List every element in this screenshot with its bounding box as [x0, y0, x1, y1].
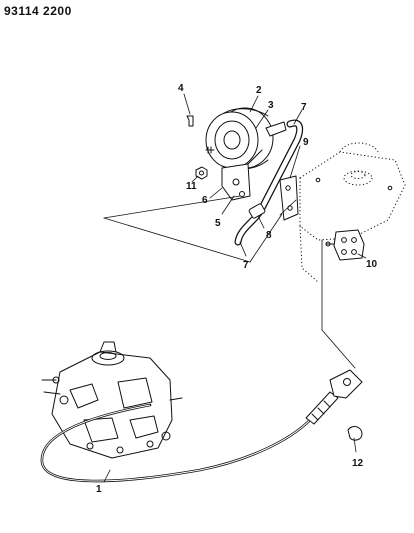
- vacuum-hose: [234, 119, 304, 246]
- callout-4: 4: [178, 83, 184, 94]
- actuator-bracket: [221, 149, 263, 201]
- throttle-cable: [40, 369, 363, 483]
- callout-10: 10: [366, 259, 378, 270]
- callout-7-upper: 7: [301, 102, 307, 113]
- callout-12: 12: [352, 458, 364, 469]
- callout-6: 6: [202, 195, 208, 206]
- callout-3: 3: [268, 100, 274, 111]
- diagram-code: 93114 2200: [4, 4, 72, 18]
- callout-numbers: 2 3 4 7 9 6 5 11 8 7 10 12 1: [96, 83, 378, 495]
- callout-8: 8: [266, 230, 272, 241]
- engine-mounting-plate: [299, 142, 406, 283]
- callout-5: 5: [215, 218, 221, 229]
- callout-7-lower: 7: [243, 260, 249, 271]
- hex-nut: [195, 166, 208, 180]
- mounting-bracket: [279, 175, 299, 221]
- callout-11: 11: [186, 181, 197, 192]
- vacuum-actuator: [205, 107, 287, 170]
- alignment-lines: [103, 195, 356, 369]
- cable-retainer: [347, 426, 363, 441]
- cable-bracket-plate: [325, 229, 365, 261]
- callout-leaders: [103, 93, 367, 483]
- throttle-body-assembly: [41, 341, 183, 459]
- hose-connector: [248, 203, 266, 219]
- callout-2: 2: [256, 85, 262, 96]
- callout-9: 9: [303, 137, 309, 148]
- retaining-clip: [186, 115, 194, 127]
- callout-1: 1: [96, 484, 102, 495]
